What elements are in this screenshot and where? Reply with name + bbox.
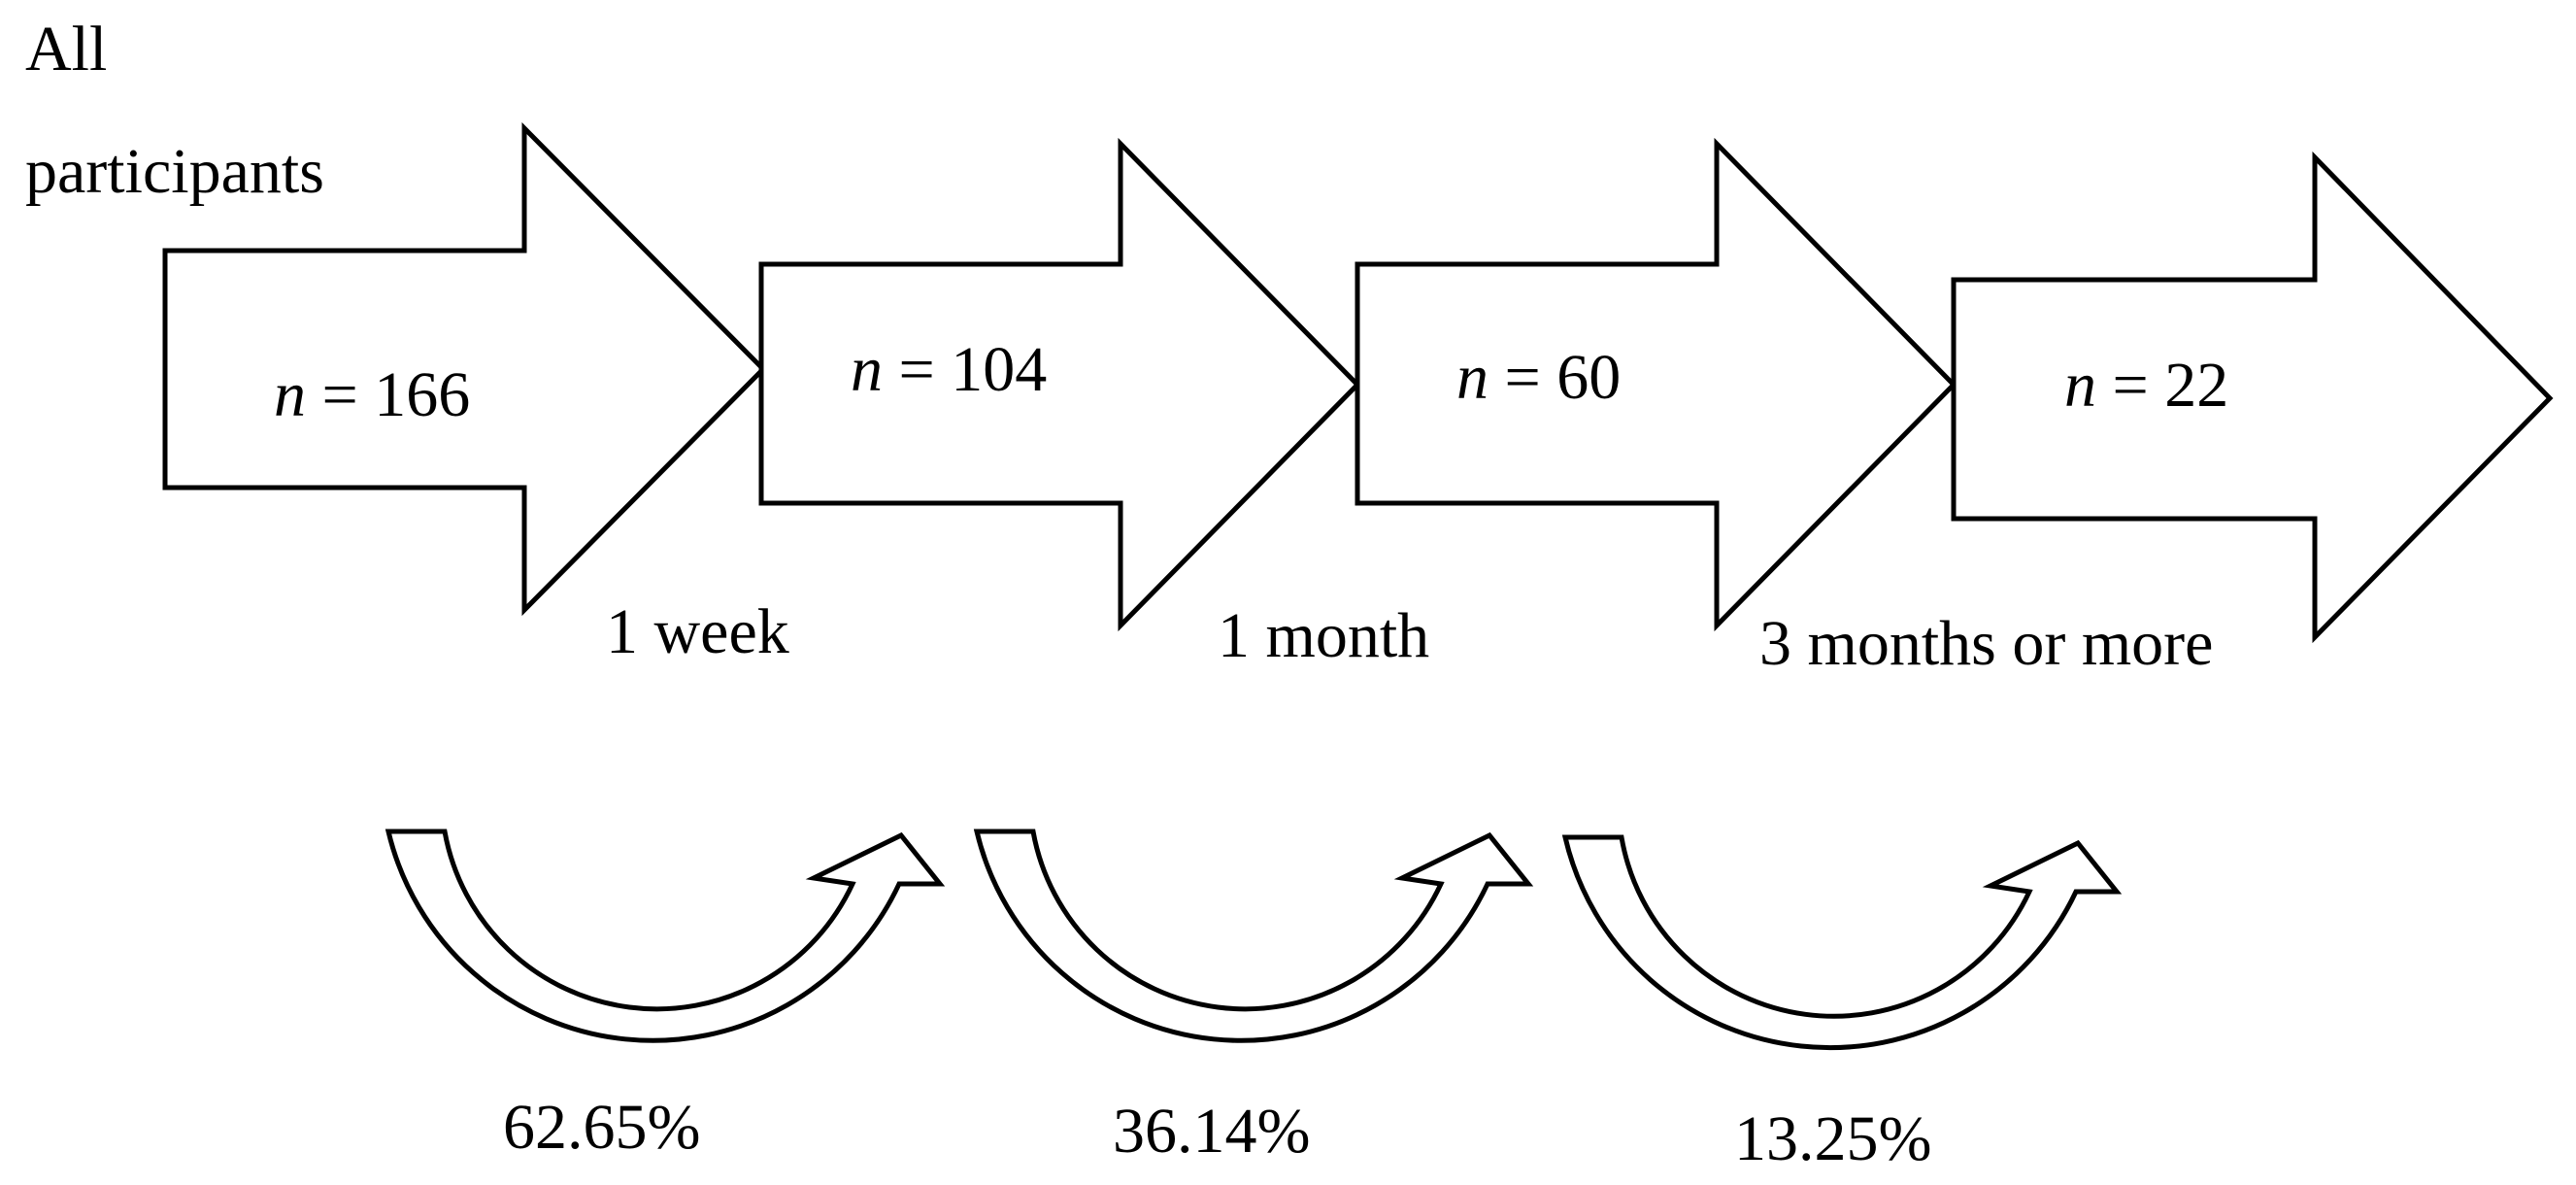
stage-count-1: n = 166: [274, 359, 470, 430]
stage-arrow-1: [162, 121, 767, 617]
title-line-2: participants: [25, 136, 324, 207]
stage-arrow-3: [1355, 137, 1957, 632]
curved-arrow-2: [973, 829, 1534, 1043]
curved-arrow-1: [385, 829, 946, 1043]
percentage-2: 36.14%: [1113, 1096, 1310, 1167]
title-line-1: All: [25, 14, 107, 85]
stage-count-2: n = 104: [851, 334, 1047, 405]
stage-arrow-4: [1951, 151, 2554, 644]
stage-count-4: n = 22: [2064, 350, 2228, 421]
percentage-3: 13.25%: [1734, 1103, 1931, 1174]
time-label-1-month: 1 month: [1218, 600, 1429, 671]
time-label-1-week: 1 week: [606, 596, 789, 667]
stage-arrow-2: [758, 137, 1361, 632]
percentage-1: 62.65%: [503, 1092, 700, 1163]
curved-arrow-3: [1561, 834, 2123, 1051]
time-label-3-months: 3 months or more: [1759, 608, 2213, 679]
stage-count-3: n = 60: [1456, 342, 1621, 413]
